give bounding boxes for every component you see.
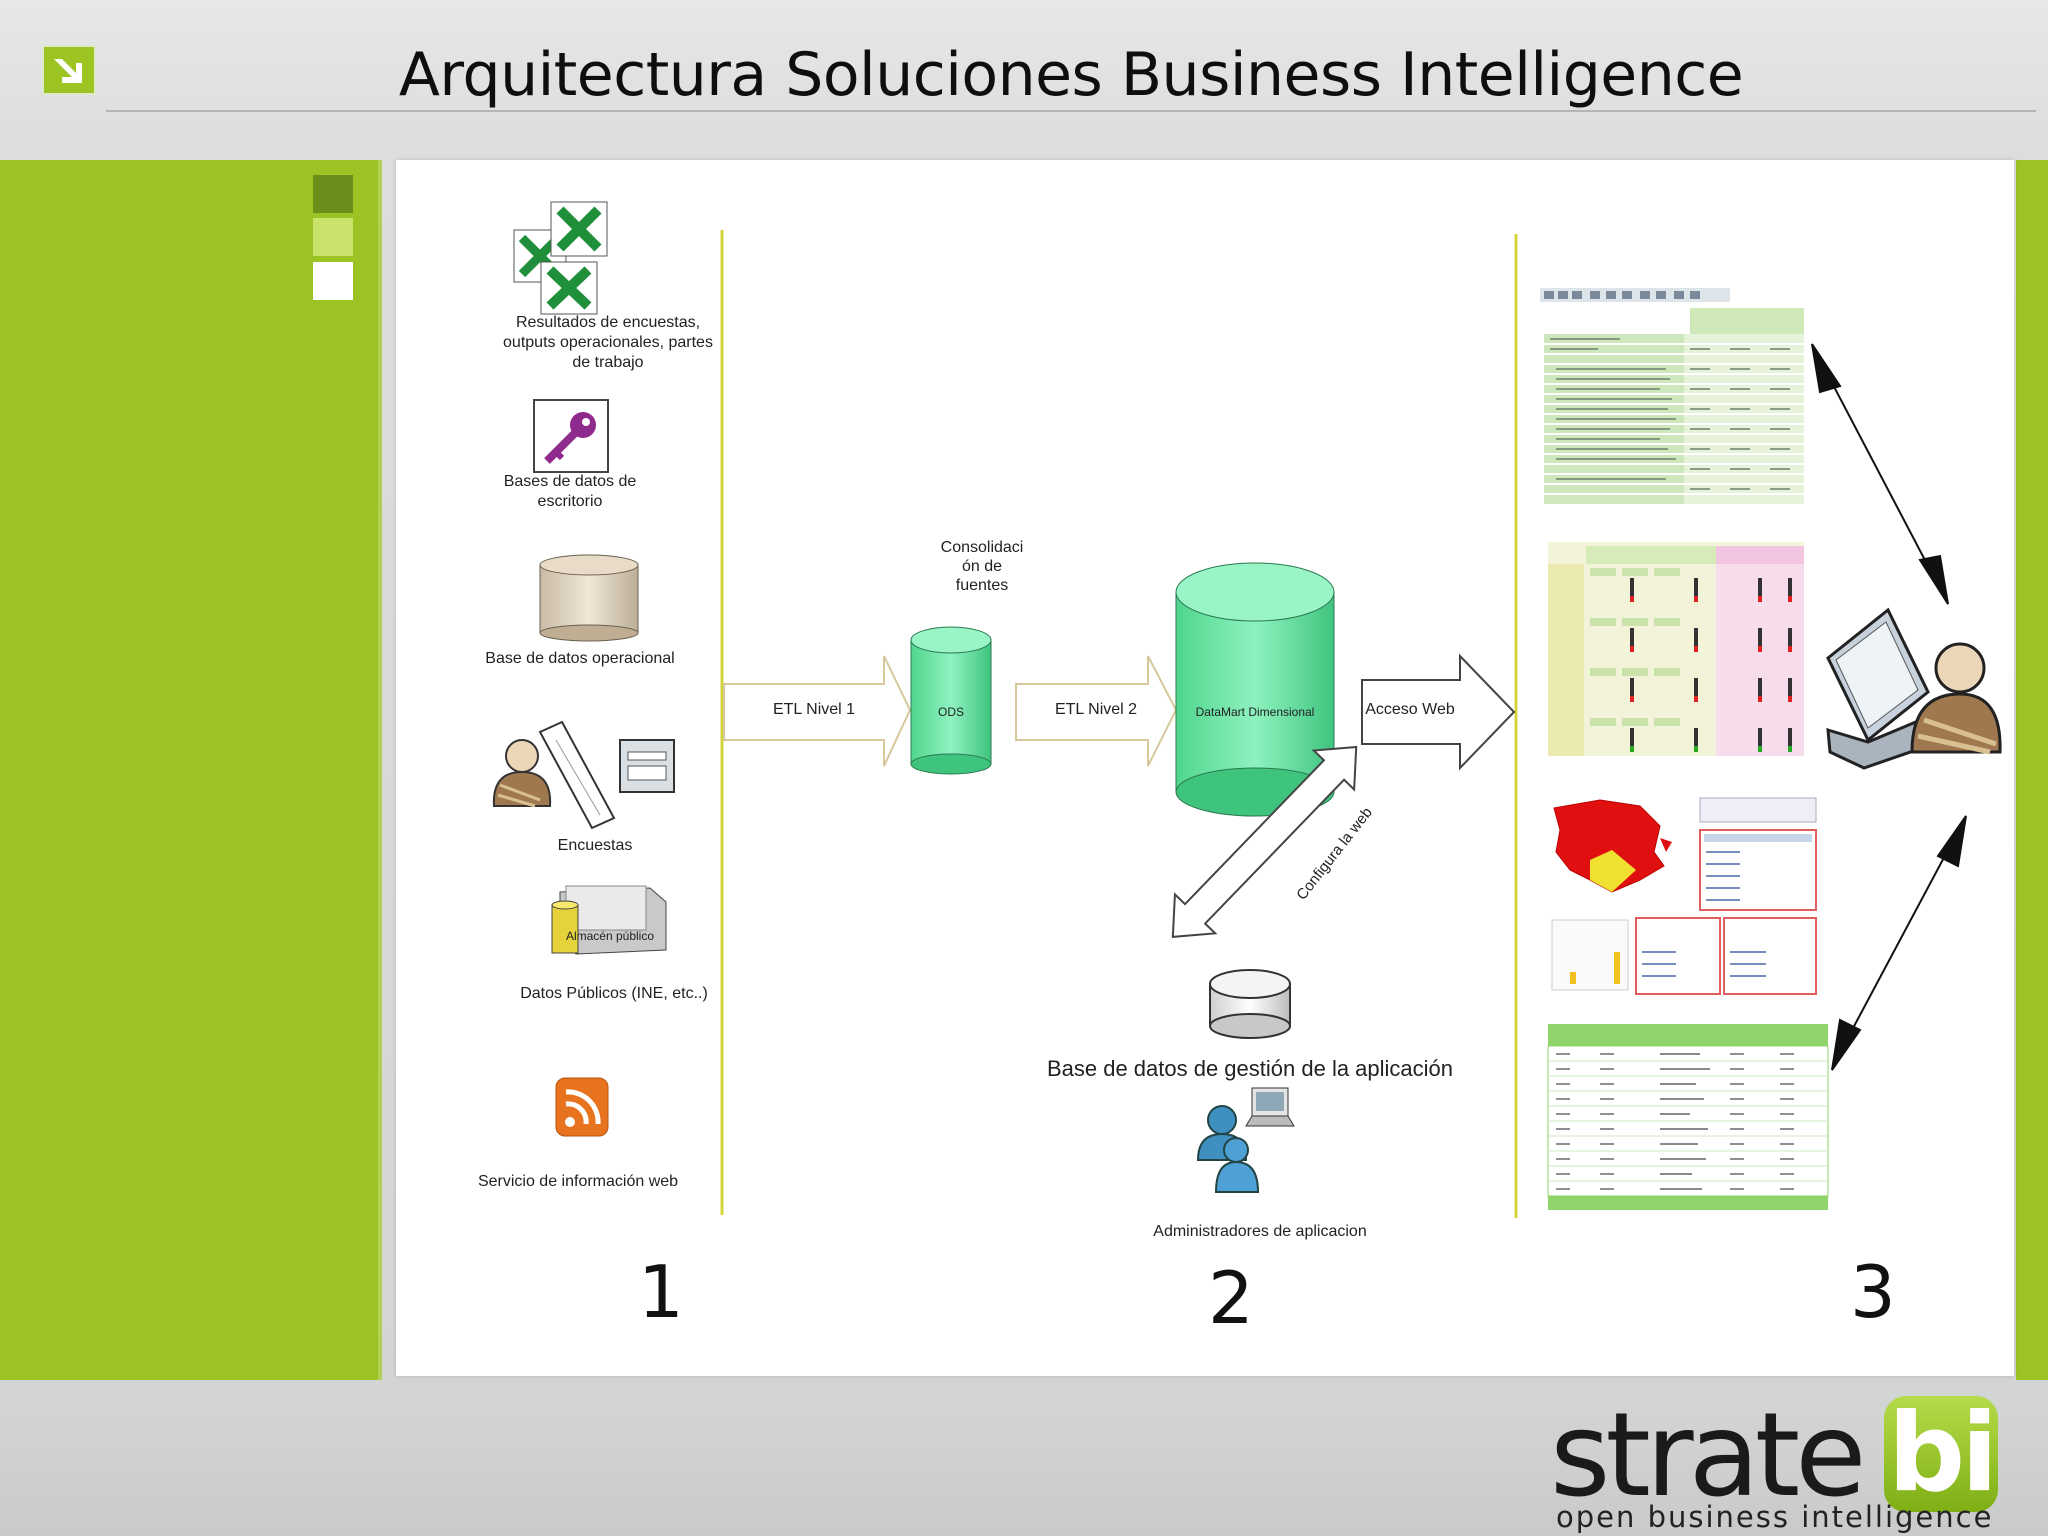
admins-label: Administradores de aplicacion [1153,1223,1367,1240]
datamart-cylinder [1175,562,1335,817]
stage-number-1: 1 [638,1250,684,1334]
operational-db-icon [539,554,639,642]
rss-icon [555,1077,609,1137]
report-thumbnail-grid [1547,1024,1829,1210]
public-data-label: Datos Públicos (INE, etc..) [520,985,708,1002]
surveys-icon [492,720,675,830]
slide-title: Arquitectura Soluciones Business Intelli… [398,40,1744,110]
consolidation-line: Consolidaci [940,539,1024,556]
access-key-icon [533,399,609,473]
logo-wordmark: strate [1550,1388,1867,1523]
datamart-label: DataMart Dimensional [1195,705,1315,719]
web-access-arrow [1361,653,1516,771]
accent-square-white [313,262,353,300]
app-db-label: Base de datos de gestión de la aplicació… [1046,1056,1454,1081]
desktop-db-label: Bases de datos de escritorio [503,473,637,510]
excel-label: Resultados de encuestas, outputs operaci… [503,314,713,371]
surveys-label: Encuestas [557,837,633,854]
user-arrow-bottom [1831,815,1967,1071]
etl2-label: ETL Nivel 2 [1054,701,1138,718]
left-accent-band [0,160,382,1380]
stage-number-3: 3 [1850,1250,1896,1334]
consolidation-line: ón de [961,558,1003,575]
configure-web-arrow [1171,745,1358,938]
accent-square-light [313,218,353,256]
operational-db-label: Base de datos operacional [485,650,675,667]
admins-icon [1196,1087,1295,1193]
corner-arrow-icon [42,45,96,95]
excel-icon [513,201,608,315]
etl2-arrow [1015,655,1178,767]
accent-square-dark [313,175,353,213]
laptop-user-icon [1826,607,2002,770]
report-thumbnail-scorecard [1548,542,1804,756]
consolidation-line: fuentes [955,577,1009,594]
report-thumbnail-map [1551,797,1817,995]
web-access-label: Acceso Web [1365,701,1455,718]
etl1-arrow [723,655,912,767]
logo-badge: bi [1884,1396,1998,1512]
public-store-caption: Almacén público [565,929,655,943]
stage-number-2: 2 [1208,1256,1254,1340]
logo-tagline: open business intelligence [1556,1500,1994,1534]
consolidation-label: Consolidaci ón de fuentes [925,538,1039,595]
title-rule [106,110,2036,112]
app-db-cylinder [1209,969,1291,1039]
web-service-label: Servicio de información web [477,1173,679,1190]
ods-label: ODS [937,705,964,719]
right-accent-band [2016,160,2048,1380]
public-data-icon [551,885,667,955]
user-arrow-top [1811,343,1949,605]
ods-cylinder [910,626,992,775]
report-thumbnail-table [1540,288,1804,504]
etl1-label: ETL Nivel 1 [772,701,856,718]
